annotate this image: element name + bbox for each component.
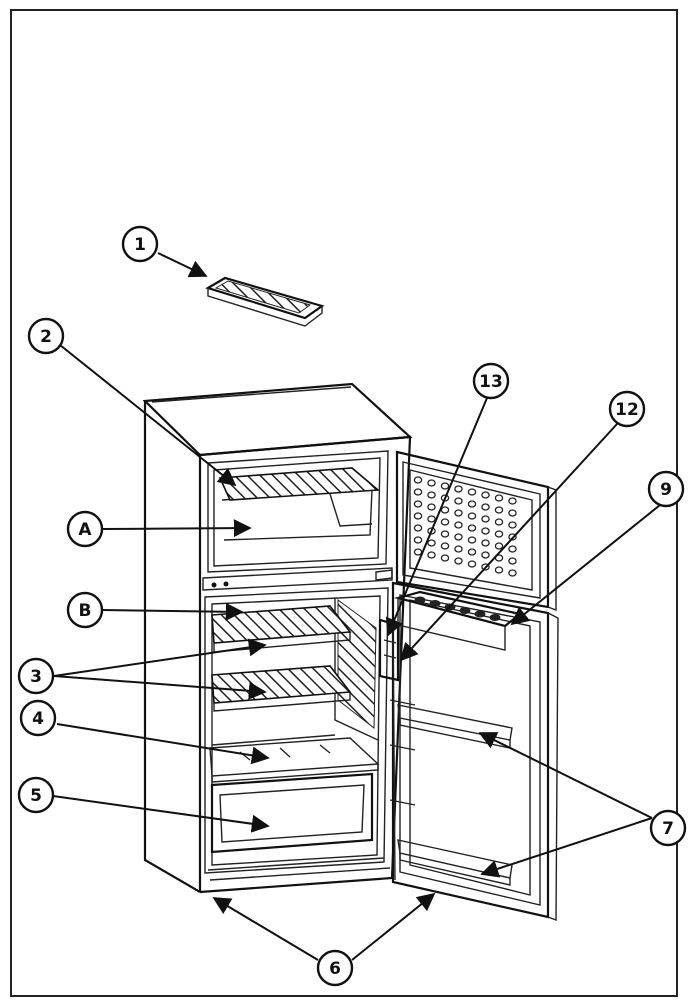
callout-3: 3 <box>17 657 55 695</box>
dimple <box>494 506 504 514</box>
dimple <box>481 539 490 547</box>
egg-cup <box>414 596 426 604</box>
dimple <box>413 536 423 544</box>
dimple <box>413 488 423 496</box>
dimple <box>440 554 450 562</box>
callout-B: B <box>66 591 104 629</box>
dimple <box>467 500 477 508</box>
callout-2: 2 <box>27 317 65 355</box>
svg-text:B: B <box>79 601 92 621</box>
svg-text:13: 13 <box>479 372 503 392</box>
svg-text:5: 5 <box>30 786 42 806</box>
dimple <box>454 545 463 553</box>
callout-12: 12 <box>608 390 646 428</box>
dimple <box>467 524 477 532</box>
dimple <box>508 557 517 565</box>
dimple <box>454 521 463 529</box>
svg-text:1: 1 <box>134 235 146 255</box>
dimple <box>481 491 490 499</box>
dimple <box>454 497 463 505</box>
dimple <box>481 527 490 535</box>
dimple <box>440 482 450 490</box>
dimple <box>481 563 490 571</box>
dimple <box>440 542 450 550</box>
dimple <box>494 518 504 526</box>
dimple <box>413 524 423 532</box>
callouts: 1 2 A B 3 4 5 6 <box>17 225 687 987</box>
egg-cup <box>474 610 486 618</box>
dimple <box>508 545 517 553</box>
svg-text:3: 3 <box>30 667 42 687</box>
callout-7: 7 <box>649 809 687 847</box>
svg-text:6: 6 <box>329 959 341 979</box>
dimple <box>427 551 436 559</box>
leader-lines <box>52 252 661 961</box>
ice-tray <box>205 276 325 327</box>
svg-text:A: A <box>78 520 92 540</box>
svg-text:7: 7 <box>662 819 674 839</box>
svg-text:2: 2 <box>40 327 52 347</box>
svg-text:4: 4 <box>32 709 44 729</box>
callout-A: A <box>66 510 104 548</box>
callout-5: 5 <box>17 776 55 814</box>
dimple <box>413 512 423 520</box>
egg-cup <box>459 607 471 614</box>
dimple <box>413 548 423 556</box>
callout-13: 13 <box>472 362 510 400</box>
callout-1: 1 <box>121 225 159 263</box>
dimple <box>440 518 450 526</box>
dimple <box>427 503 436 511</box>
dimple <box>454 485 463 493</box>
dimple <box>508 533 517 541</box>
dimple <box>481 503 490 511</box>
dimple <box>427 491 436 499</box>
fridge-door <box>375 450 559 922</box>
dimple <box>467 536 477 544</box>
dimple <box>467 560 477 568</box>
dimple <box>454 509 463 517</box>
dimple <box>413 500 423 508</box>
dimple <box>508 521 517 529</box>
dimple <box>427 527 436 535</box>
dimple <box>427 479 436 487</box>
dimple <box>494 566 504 574</box>
dimple <box>508 569 517 577</box>
dimple <box>494 542 504 550</box>
dimple <box>467 512 477 520</box>
egg-holder-cups <box>414 596 501 621</box>
dimple <box>427 539 436 547</box>
dimple <box>440 530 450 538</box>
fridge-cabinet <box>142 382 413 894</box>
dimple <box>413 476 423 484</box>
callout-9: 9 <box>647 470 685 508</box>
dimple <box>494 530 504 538</box>
dimple <box>467 488 477 496</box>
callout-6: 6 <box>316 949 354 987</box>
egg-cup <box>489 614 501 621</box>
dimple <box>427 515 436 523</box>
dimple <box>467 548 477 556</box>
dimple <box>454 557 463 565</box>
dimple <box>508 497 517 505</box>
dimple <box>440 506 450 514</box>
svg-text:9: 9 <box>660 480 672 500</box>
dimple <box>494 494 504 502</box>
dimple <box>454 533 463 541</box>
dimple <box>481 551 490 559</box>
callout-4: 4 <box>19 699 57 737</box>
freezer-door-dimples <box>413 476 517 577</box>
egg-cup <box>429 600 441 607</box>
dimple <box>481 515 490 523</box>
svg-text:12: 12 <box>615 400 639 420</box>
dimple <box>508 509 517 517</box>
